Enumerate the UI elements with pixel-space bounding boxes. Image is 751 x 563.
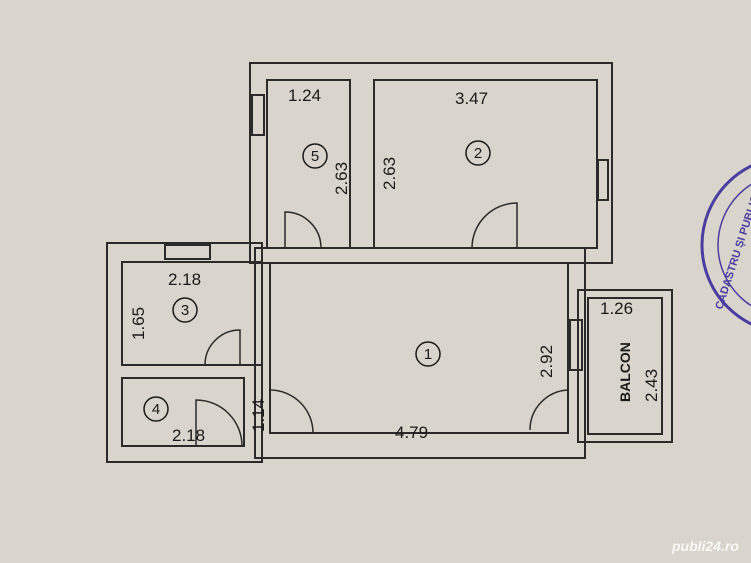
cadastre-stamp: CADASTRU ȘI PUBLICITATE [700,164,751,326]
room-3-length: 1.65 [129,307,148,340]
room-2-marker [465,140,491,166]
balcony-length: 2.43 [642,369,661,402]
door-room-2 [471,202,518,249]
balcony-label: BALCON [617,342,633,402]
window [164,244,211,260]
room-3-number: 3 [181,302,189,319]
room-1-number: 1 [424,346,432,363]
room-3-width: 2.18 [168,270,201,289]
room-2-number: 2 [474,145,482,162]
room-3-walls [121,261,263,366]
room-1-walls [269,262,569,434]
balcony-width: 1.26 [600,299,633,318]
room-2-width: 3.47 [455,89,488,108]
room-1-length: 2.92 [537,345,556,378]
watermark: publi24.ro [671,538,739,554]
window [597,159,609,201]
balcony-walls [587,297,663,435]
room-2-length: 2.63 [380,157,399,190]
room-5-number: 5 [311,148,319,165]
door-balcony [529,389,569,431]
window [251,94,265,136]
room-5-marker [302,143,328,169]
room-4-marker [143,396,169,422]
door-entrance [269,389,314,434]
room-5-width: 1.24 [288,86,321,105]
door-room-4 [195,399,243,447]
room-4-length: 1.14 [249,399,268,432]
room-1-width: 4.79 [395,423,428,442]
room-5-length: 2.63 [332,162,351,195]
room-1-marker [415,341,441,367]
room-3-marker [172,297,198,323]
balcony-outer-wall [577,289,673,443]
room-4-width: 2.18 [172,426,205,445]
door-room-3 [204,329,241,366]
room-4-walls [121,377,245,447]
door-room-5 [284,211,322,249]
room-1-outer-wall [254,247,586,459]
window [569,319,583,371]
room-4-number: 4 [152,401,160,418]
